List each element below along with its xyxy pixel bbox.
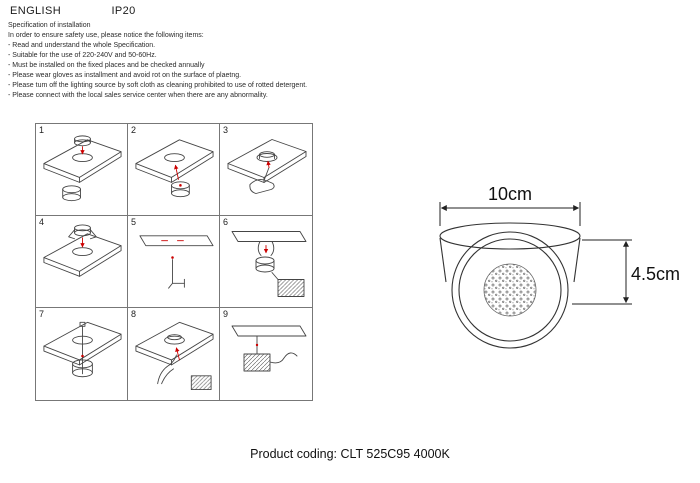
step-3-illustration (227, 139, 307, 194)
height-dimension-label: 4.5cm (631, 264, 680, 284)
step-1-illustration (43, 135, 122, 202)
step-cell-1: 1 (36, 124, 128, 216)
step-number: 6 (223, 217, 229, 227)
language-label: ENGLISH (10, 5, 62, 17)
spec-item: - Please tum off the lighting source by … (8, 82, 308, 89)
step-4-illustration (43, 224, 122, 277)
step-8-illustration (135, 321, 214, 391)
step-number: 2 (131, 125, 137, 135)
header: ENGLISH IP20 (10, 5, 136, 17)
spec-item: - Please wear gloves as installment and … (8, 72, 242, 79)
product-coding: Product coding: CLT 525C95 4000K (250, 447, 450, 461)
spec-item: - Read and understand the whole Specific… (8, 42, 156, 49)
step-cell-8: 8 (128, 308, 220, 400)
step-cell-5: 5 (128, 216, 220, 308)
installation-steps-grid: 1 2 (35, 123, 313, 401)
step-5-illustration (139, 235, 214, 289)
step-6-illustration (231, 231, 307, 297)
step-number: 8 (131, 309, 137, 319)
step-number: 5 (131, 217, 137, 227)
step-7-illustration (43, 321, 122, 378)
step-2-illustration (135, 139, 214, 198)
step-number: 4 (39, 217, 45, 227)
spec-intro: In order to ensure safety use, please no… (8, 32, 204, 39)
step-number: 1 (39, 125, 45, 135)
spec-item: - Suitable for the use of 220-240V and 5… (8, 52, 157, 59)
step-9-illustration (231, 325, 307, 372)
step-cell-2: 2 (128, 124, 220, 216)
spec-item: - Must be installed on the fixed places … (8, 62, 205, 69)
step-cell-3: 3 (220, 124, 312, 216)
step-cell-6: 6 (220, 216, 312, 308)
spec-item: - Please connect with the local sales se… (8, 92, 268, 99)
step-number: 7 (39, 309, 45, 319)
specification-block: Specification of installation In order t… (8, 21, 307, 101)
ip-rating-label: IP20 (111, 5, 136, 17)
step-cell-4: 4 (36, 216, 128, 308)
step-number: 9 (223, 309, 229, 319)
step-cell-9: 9 (220, 308, 312, 400)
spec-title: Specification of installation (8, 22, 91, 29)
step-cell-7: 7 (36, 308, 128, 400)
product-dimension-drawing: 10cm 4.5cm (439, 184, 680, 349)
width-dimension-label: 10cm (488, 184, 532, 204)
step-number: 3 (223, 125, 229, 135)
